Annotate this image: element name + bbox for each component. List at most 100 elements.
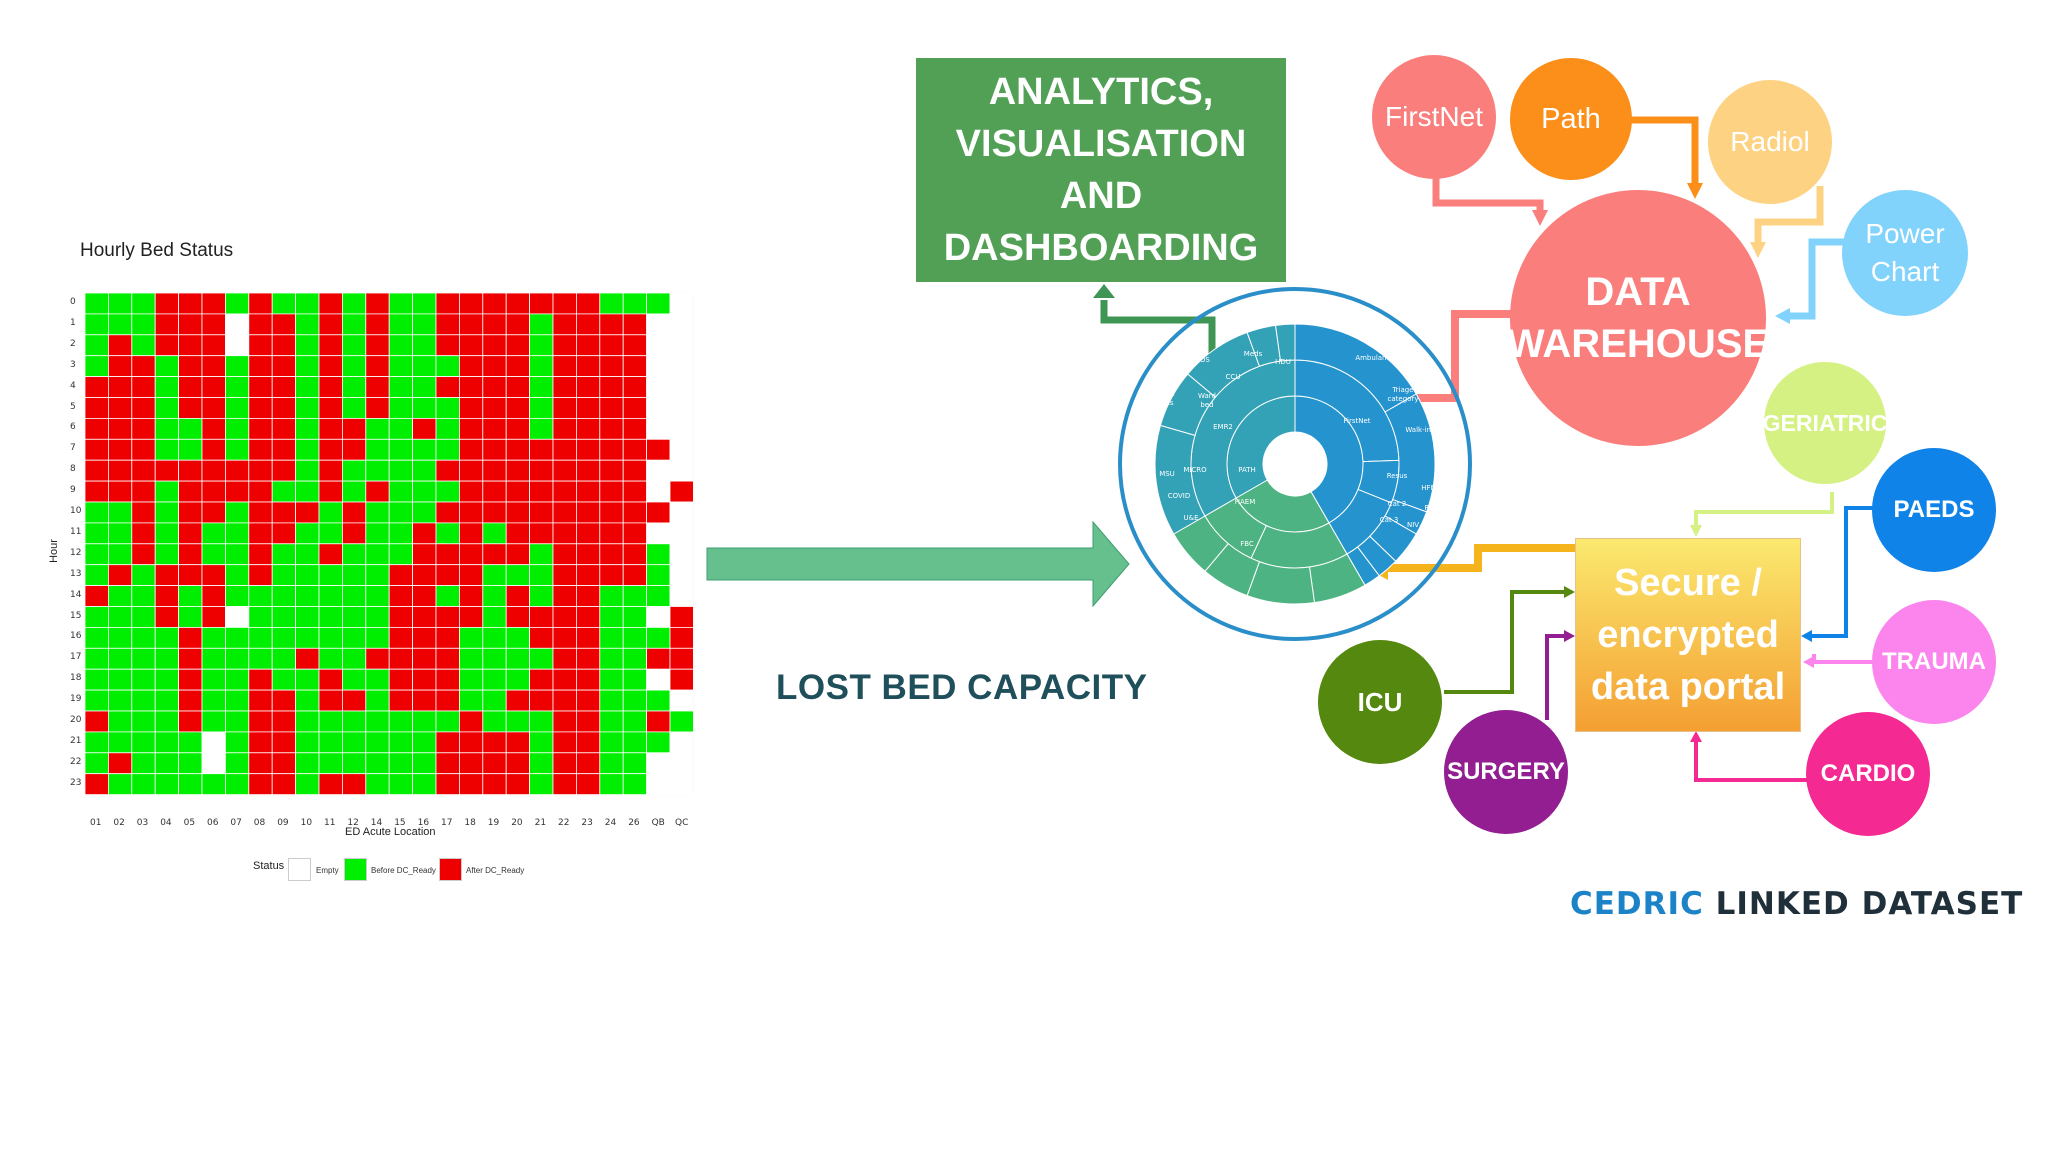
specialty-geriatric: GERIATRIC (1763, 362, 1887, 484)
sunburst-label: LOS (1196, 356, 1210, 364)
specialty-cardio: CARDIO (1806, 712, 1930, 836)
heatmap-cell (669, 773, 694, 796)
arrow-powerchart (1788, 238, 1866, 320)
x-tick-label: 07 (230, 818, 242, 828)
sunburst-label: Cat 3 (1380, 516, 1399, 524)
sunburst-label: Ambulance (1355, 354, 1394, 362)
cedric-logo: CEDRIC LINKED DATASET (1570, 886, 2023, 922)
x-tick-label: 02 (113, 818, 125, 828)
x-tick-label: 20 (511, 818, 523, 828)
sunburst-label: NIV (1407, 521, 1419, 529)
source-firstnet: FirstNet (1372, 55, 1496, 179)
arrow-path (1628, 116, 1699, 185)
x-tick-label: QC (675, 818, 689, 828)
sunburst-label: Meds (1244, 350, 1263, 358)
x-tick-label: 16 (417, 818, 430, 828)
arrow-paeds (1812, 506, 1880, 638)
y-tick-label: 11 (70, 526, 82, 537)
arrow-to-analytics (1100, 300, 1216, 378)
x-tick-label: 21 (534, 818, 547, 828)
x-tick-label: 18 (464, 818, 476, 828)
arrow-portal (1386, 544, 1575, 572)
y-tick-label: 6 (70, 422, 76, 433)
specialty-icu: ICU (1318, 640, 1442, 764)
heatmap-title: Hourly Bed Status (80, 240, 234, 261)
lost-bed-capacity-label: LOST BED CAPACITY (776, 668, 1148, 707)
sunburst-label: FBC (1240, 540, 1254, 548)
x-tick-label: 05 (183, 818, 196, 828)
heatmap-chart (84, 292, 694, 796)
y-tick-label: 2 (70, 338, 76, 349)
y-tick-label: 12 (70, 547, 82, 558)
arrow-firstnet (1432, 175, 1544, 212)
y-tick-label: 15 (70, 610, 82, 621)
data-warehouse: DATA WAREHOUSE (1507, 190, 1769, 446)
x-tick-label: 04 (160, 818, 172, 828)
x-tick-label: 01 (90, 818, 102, 828)
y-tick-label: 3 (70, 359, 76, 370)
source-path: Path (1510, 58, 1632, 180)
sunburst-label: Resus (1387, 472, 1408, 480)
y-tick-label: 7 (70, 443, 76, 454)
sunburst-label: RSI (1424, 504, 1435, 512)
legend-swatch-before (344, 858, 367, 881)
y-tick-label: 9 (70, 485, 76, 496)
x-tick-label: 26 (628, 818, 640, 828)
y-tick-label: 1 (70, 317, 76, 328)
x-tick-label: 19 (487, 818, 500, 828)
x-tick-label: 12 (347, 818, 359, 828)
legend-label-after: After DC_Ready (466, 866, 525, 875)
sunburst-label: COVID (1168, 492, 1191, 500)
legend-swatch-after (439, 858, 462, 881)
sunburst-label: CCU (1226, 373, 1241, 381)
source-powerchart: Power Chart (1842, 190, 1968, 316)
y-tick-label: 22 (70, 756, 82, 767)
x-tick-label: 11 (324, 818, 336, 828)
y-tick-label: 17 (70, 652, 82, 663)
secure-data-portal: Secure / encrypted data portal (1575, 538, 1801, 732)
y-tick-label: 13 (70, 568, 82, 579)
sunburst-label: PATH (1238, 466, 1256, 474)
x-tick-label: 09 (277, 818, 289, 828)
y-tick-label: 23 (70, 777, 82, 788)
sunburst-label: HAEM (1235, 498, 1256, 506)
cedric-logo-part1: CEDRIC (1570, 886, 1704, 922)
sunburst-label: MICRO (1183, 466, 1207, 474)
x-tick-label: 14 (370, 818, 383, 828)
sunburst-label: Walk-ins (1405, 426, 1435, 434)
specialty-trauma: TRAUMA (1872, 600, 1996, 724)
y-tick-label: 4 (70, 380, 76, 391)
y-tick-label: 10 (70, 506, 82, 516)
y-tick-label: 18 (70, 673, 82, 684)
arrow-radiol (1754, 186, 1824, 244)
arrow-icu (1444, 590, 1566, 694)
x-tick-label: 10 (300, 818, 313, 828)
analytics-box: ANALYTICS, VISUALISATION AND DASHBOARDIN… (916, 58, 1286, 282)
y-tick-label: 20 (70, 715, 82, 725)
specialty-surgery: SURGERY (1444, 710, 1568, 834)
x-tick-label: QB (651, 818, 665, 828)
legend-label-before: Before DC_Ready (371, 866, 436, 875)
x-tick-label: 08 (253, 818, 266, 828)
arrow-trauma (1812, 654, 1880, 664)
arrow-cardio (1694, 742, 1808, 782)
x-tick-label: 23 (581, 818, 593, 828)
legend-title: Status (253, 860, 285, 872)
arrow-warehouse (1410, 310, 1516, 402)
arrow-surgery (1545, 634, 1566, 720)
sunburst-label: Cat 2 (1388, 500, 1407, 508)
cedric-logo-part2: LINKED DATASET (1715, 886, 2024, 922)
y-tick-label: 16 (70, 631, 82, 642)
y-tick-label: 21 (70, 735, 82, 746)
sunburst-label: FirstNet (1343, 417, 1370, 425)
sunburst-label: U&E (1183, 514, 1198, 522)
sunburst-label: HDU (1275, 358, 1291, 366)
arrow-geriatric (1694, 492, 1834, 527)
y-tick-label: 14 (70, 589, 82, 600)
legend-swatch-empty (288, 858, 311, 881)
source-radiol: Radiol (1708, 80, 1832, 204)
